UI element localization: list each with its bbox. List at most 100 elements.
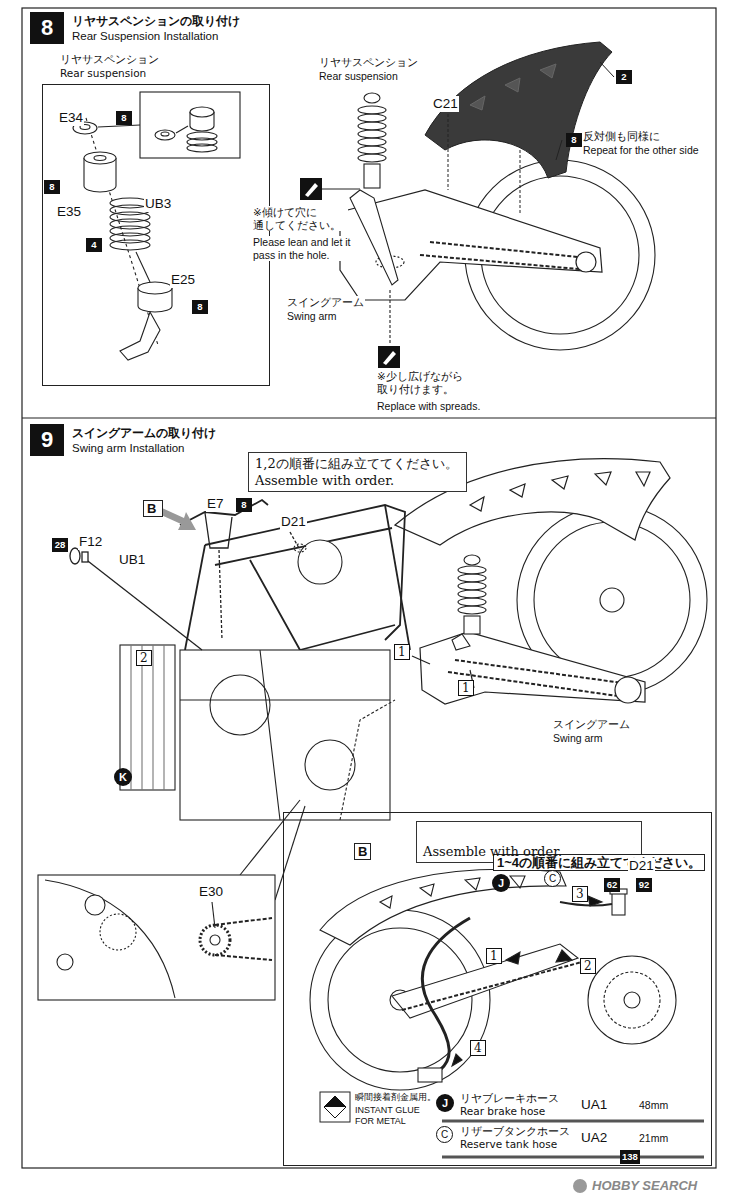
- step-title: スイングアームの取り付け: [30, 424, 176, 441]
- line-art: [556, 140, 562, 160]
- step-header: 8リヤサスペンションの取り付けRear Suspension Installat…: [30, 12, 200, 46]
- line-art: [364, 93, 380, 103]
- note-text: ※傾けて穴に 通してください。: [252, 206, 348, 231]
- line-art: [358, 122, 386, 130]
- line-art: [340, 700, 395, 820]
- line-art: [324, 1096, 346, 1118]
- line-art: [300, 178, 322, 200]
- line-art: [185, 545, 205, 650]
- line-art: [573, 1179, 587, 1193]
- line-art: [600, 588, 624, 612]
- line-art: [358, 106, 386, 114]
- part-number: UA2: [580, 1130, 608, 1146]
- part-number: E25: [170, 272, 196, 288]
- line-art: [420, 632, 645, 704]
- note-text: Swing arm: [552, 732, 604, 745]
- line-art: [470, 64, 556, 110]
- hose-marker: C: [436, 1126, 453, 1143]
- order-note-text-en: Assemble with order.: [255, 472, 460, 489]
- line-art: [294, 544, 306, 552]
- line-art: [84, 152, 116, 164]
- shock-exploded: [73, 92, 240, 360]
- order-number: 4: [470, 1040, 486, 1056]
- line-art: [534, 522, 690, 678]
- line-art: [560, 902, 612, 905]
- line-art: [176, 126, 188, 133]
- view-tag: B: [143, 500, 163, 517]
- line-art: [458, 598, 486, 606]
- line-art: [442, 1156, 704, 1159]
- line-art: [452, 1054, 462, 1066]
- order-number: 2: [580, 958, 596, 974]
- step-header: 9スイングアームの取り付けSwing arm Installation: [30, 424, 176, 458]
- legend-entry: リザーブタンクホース Reserve tank hose: [460, 1125, 576, 1150]
- note-text: 48mm: [638, 1099, 669, 1112]
- detail-inset: [38, 800, 305, 1000]
- swing-arm: [412, 632, 645, 704]
- line-art: [161, 132, 169, 136]
- line-art: [464, 616, 480, 634]
- line-art: [392, 944, 578, 1018]
- note-text: 瞬間接着剤金属用。: [354, 1092, 437, 1103]
- legend-text: リザーブタンクホース Reserve tank hose: [460, 1125, 570, 1150]
- line-art: [358, 154, 386, 162]
- part-number: UB3: [144, 196, 172, 212]
- note-text: ※少し広げながら 取り付けます。: [376, 370, 482, 395]
- bolt-and-bracket: [70, 500, 300, 650]
- step-title-en: Rear Suspension Installation: [30, 29, 200, 44]
- line-art: [298, 540, 342, 584]
- part-number: E35: [56, 204, 82, 220]
- line-art: [180, 650, 390, 820]
- paint-number: 4: [86, 238, 102, 252]
- order-number: 2: [136, 650, 152, 666]
- paint-number: 138: [620, 1150, 640, 1164]
- paint-number: 2: [616, 70, 632, 84]
- line-art: [340, 190, 602, 300]
- line-art: [430, 242, 588, 258]
- line-art: [275, 806, 305, 900]
- line-art: [215, 918, 272, 960]
- detail-view: [310, 869, 676, 1090]
- note-text: スイングアーム: [552, 718, 631, 731]
- line-art: [110, 240, 150, 250]
- line-art: [120, 312, 160, 360]
- paint-number: 8: [566, 133, 582, 147]
- line-art: [458, 606, 486, 614]
- part-number: F12: [78, 534, 103, 550]
- line-art: [180, 650, 390, 820]
- line-art: [458, 582, 486, 590]
- step-number: 8: [30, 12, 64, 44]
- line-art: [305, 183, 318, 197]
- line-art: [588, 896, 602, 906]
- legend-entry: リヤブレーキホース Rear brake hose: [460, 1092, 576, 1117]
- line-art: [358, 130, 386, 138]
- line-art: [22, 417, 716, 418]
- part-number: UB1: [118, 552, 146, 568]
- page-frame: [22, 8, 716, 1168]
- order-number: 1: [486, 948, 502, 964]
- paint-number: 62: [604, 878, 620, 892]
- swing-arm: [340, 190, 602, 300]
- line-art: [385, 505, 410, 650]
- part-number: E34: [58, 110, 84, 126]
- line-art: [305, 740, 355, 790]
- order-note: 1,2の順番に組み立ててください。Assemble with order.: [248, 452, 467, 492]
- panel-heading-en: Rear suspension: [42, 66, 270, 80]
- note-text: Replace with spreads.: [376, 400, 481, 413]
- legend-art: [320, 1092, 704, 1193]
- order-number: 3: [572, 886, 588, 902]
- line-art: [442, 1120, 704, 1123]
- note-text: 21mm: [638, 1132, 669, 1145]
- order-note-text: 1,2の順番に組み立ててください。: [255, 455, 460, 472]
- view-arrow: [159, 508, 196, 530]
- line-art: [219, 550, 222, 640]
- hose-marker: J: [436, 1094, 454, 1112]
- line-art: [131, 645, 164, 790]
- line-art: [322, 189, 360, 190]
- line-art: [57, 954, 73, 970]
- line-art: [358, 146, 386, 154]
- step-title: リヤサスペンションの取り付け: [30, 12, 200, 29]
- note-text: Swing arm: [286, 310, 338, 323]
